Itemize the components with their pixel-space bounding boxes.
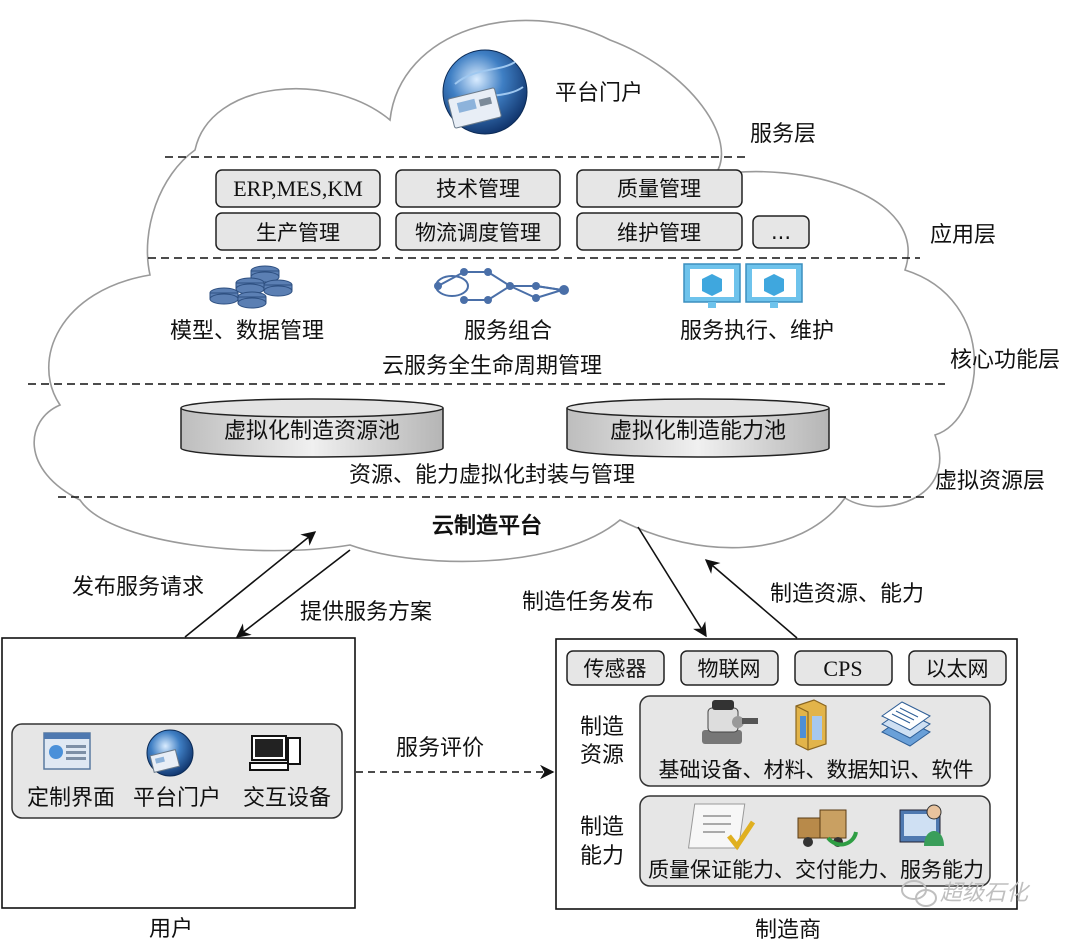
user-item-device: 交互设备 [243, 786, 331, 811]
resource-title-line1: 制造 [580, 715, 624, 740]
capability-title-line1: 制造 [580, 815, 624, 840]
app-label: 质量管理 [617, 177, 701, 201]
arrow-provide-solution [235, 549, 351, 638]
core-item-model-data: 模型、数据管理 [170, 319, 324, 344]
arrow-publish-request [184, 531, 317, 638]
core-item-service-composition: 服务组合 [464, 319, 552, 344]
application-layer: ERP,MES,KM 技术管理 质量管理 生产管理 物流调度管理 维护管理 ..… [215, 169, 996, 251]
resource-pool-label: 虚拟化制造资源池 [224, 419, 400, 444]
service-person-icon [899, 804, 944, 846]
app-box-tech[interactable]: 技术管理 [395, 169, 561, 208]
capability-title-line2: 能力 [580, 844, 624, 869]
user-item-custom-ui: 定制界面 [27, 786, 115, 811]
virtual-layer: 虚拟化制造资源池 虚拟化制造能力池 资源、能力虚拟化封装与管理 虚拟资源层 [180, 398, 1045, 494]
app-box-logistics[interactable]: 物流调度管理 [395, 212, 561, 251]
globe-portal-icon [442, 49, 528, 135]
core-caption: 云服务全生命周期管理 [382, 354, 602, 379]
core-layer: 模型、数据管理 服务组合 服务执行、维护 云服务全生命周期管理 核心功能层 [170, 263, 1060, 379]
app-label: 物流调度管理 [415, 221, 541, 245]
resource-caption: 基础设备、材料、数据知识、软件 [659, 758, 974, 782]
core-layer-label: 核心功能层 [950, 348, 1060, 373]
user-label: 用户 [149, 917, 193, 942]
capability-pool-cylinder[interactable]: 虚拟化制造能力池 [566, 398, 830, 458]
virtual-layer-label: 虚拟资源层 [935, 469, 1045, 494]
app-box-quality[interactable]: 质量管理 [576, 169, 743, 208]
arrow-resources-capability [704, 559, 798, 639]
custom-ui-icon [43, 732, 91, 770]
tech-label: 以太网 [926, 657, 989, 681]
virtual-caption: 资源、能力虚拟化封装与管理 [349, 463, 635, 488]
capability-caption: 质量保证能力、交付能力、服务能力 [648, 858, 984, 882]
tech-sensor[interactable]: 传感器 [566, 650, 665, 686]
app-box-production[interactable]: 生产管理 [215, 212, 381, 251]
app-label: ERP,MES,KM [233, 176, 363, 201]
app-box-erp[interactable]: ERP,MES,KM [215, 169, 381, 208]
platform-title: 云制造平台 [432, 513, 542, 539]
monitor-cube-icon [683, 263, 803, 308]
delivery-icon [797, 809, 858, 847]
checklist-icon [687, 803, 756, 851]
database-icon [209, 265, 293, 309]
arrow-task-publish [637, 526, 707, 638]
watermark: 超级石化 [901, 880, 1031, 907]
manufacturer-box: 传感器 物联网 CPS 以太网 制造 资源 [555, 638, 1018, 910]
app-label: 技术管理 [436, 177, 520, 201]
watermark-text: 超级石化 [940, 881, 1031, 906]
app-box-maintenance[interactable]: 维护管理 [576, 212, 743, 251]
material-box-icon [795, 699, 827, 751]
flow-arrows [184, 526, 798, 780]
resource-pool-cylinder[interactable]: 虚拟化制造资源池 [180, 398, 444, 458]
service-graph-icon [434, 268, 569, 304]
application-layer-label: 应用层 [930, 223, 996, 248]
tech-label: 传感器 [584, 657, 647, 681]
label-resources-capability: 制造资源、能力 [770, 582, 924, 607]
tech-ethernet[interactable]: 以太网 [908, 650, 1007, 686]
globe-portal-icon [146, 729, 194, 777]
user-item-portal: 平台门户 [133, 786, 221, 811]
app-box-more[interactable]: ... [752, 215, 810, 249]
app-label: ... [771, 220, 791, 244]
service-layer-label: 服务层 [750, 122, 816, 147]
label-publish-request: 发布服务请求 [72, 575, 204, 600]
app-label: 生产管理 [256, 221, 340, 245]
robot-arm-icon [702, 700, 758, 744]
service-layer: 平台门户 服务层 [442, 49, 816, 147]
label-service-evaluation: 服务评价 [396, 736, 484, 761]
label-provide-solution: 提供服务方案 [300, 600, 432, 625]
capability-pool-label: 虚拟化制造能力池 [610, 419, 786, 444]
app-label: 维护管理 [617, 221, 701, 245]
computer-icon [249, 735, 301, 771]
label-task-publish: 制造任务发布 [522, 590, 654, 615]
documents-icon [881, 701, 931, 747]
manufacturer-label: 制造商 [755, 918, 821, 943]
tech-label: CPS [823, 656, 862, 681]
core-item-service-execution: 服务执行、维护 [680, 319, 834, 344]
portal-label: 平台门户 [555, 81, 643, 106]
resource-title-line2: 资源 [580, 743, 624, 768]
user-box: 定制界面 平台门户 交互设备 [1, 637, 356, 909]
cloud-outline [33, 19, 976, 563]
wechat-icon [901, 880, 937, 907]
tech-iot[interactable]: 物联网 [680, 650, 779, 686]
tech-cps[interactable]: CPS [794, 650, 893, 686]
cloud-platform [33, 19, 976, 563]
tech-label: 物联网 [698, 657, 761, 681]
